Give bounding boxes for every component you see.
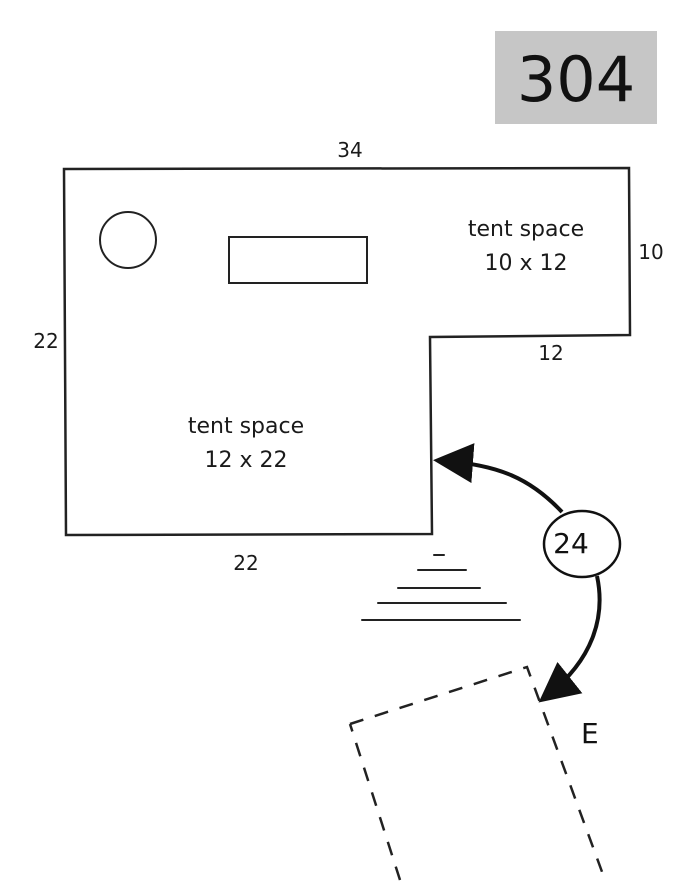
dimension-right-upper: 10 [638, 240, 664, 264]
dimension-left: 22 [33, 329, 59, 353]
parking-pad [348, 665, 607, 881]
tent-space-upper: tent space 10 x 12 [468, 213, 584, 281]
site-outline [62, 166, 632, 537]
distance-bubble [542, 509, 622, 579]
dimension-step-horizontal: 12 [538, 341, 564, 365]
tent-space-upper-label: tent space [467, 217, 585, 242]
distance-arrow-upper [433, 443, 564, 514]
tent-space-lower-label: tent space [187, 414, 305, 439]
distance-arrow-lower [538, 575, 602, 703]
steps-icon [361, 554, 521, 621]
site-number: 304 [516, 42, 636, 116]
picnic-table-icon [228, 236, 368, 284]
site-number-badge-label-wrap: 304 [495, 31, 657, 124]
site-number-badge [495, 31, 657, 124]
dimension-bottom: 22 [233, 551, 259, 575]
tent-space-lower-size: 12 x 22 [204, 448, 288, 473]
distance-value: 24 [553, 527, 589, 560]
fire-ring-icon [99, 211, 157, 269]
tent-space-upper-size: 10 x 12 [484, 251, 568, 276]
entrance-label: E [581, 717, 599, 750]
tent-space-lower: tent space 12 x 22 [188, 410, 304, 478]
dimension-top: 34 [337, 138, 363, 162]
